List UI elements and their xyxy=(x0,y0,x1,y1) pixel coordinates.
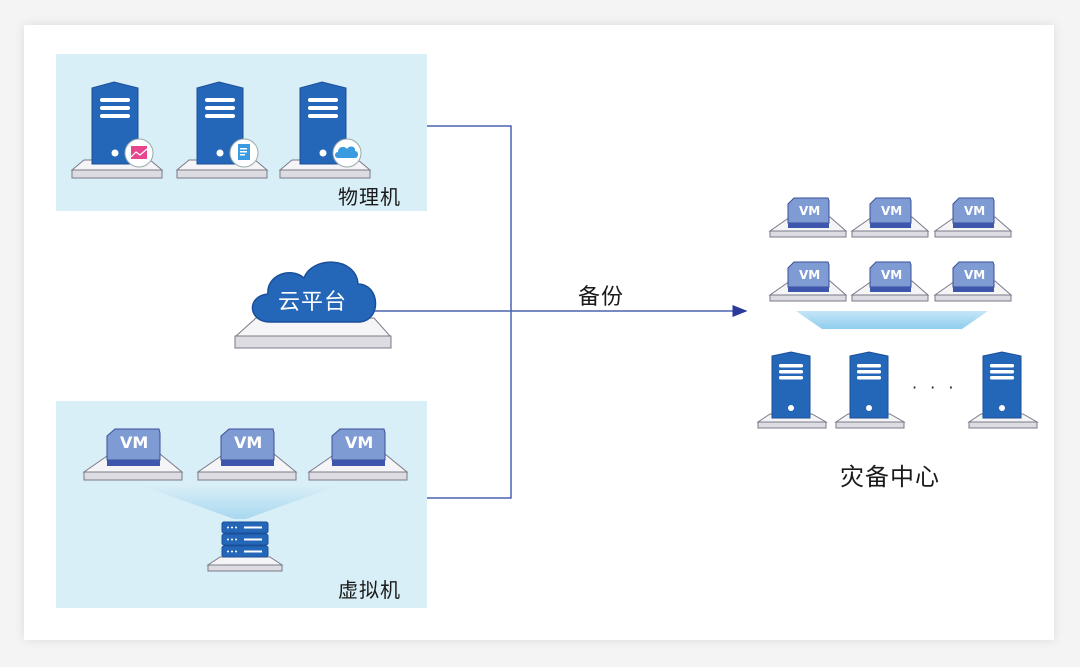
physical-machines-label: 物理机 xyxy=(338,185,401,209)
vm-label: VM xyxy=(964,268,986,282)
dr-vm-node-5 xyxy=(850,261,930,302)
dr-server-2 xyxy=(834,351,906,429)
rack-server-icon xyxy=(206,521,284,572)
vm-label: VM xyxy=(964,204,986,218)
backup-label: 备份 xyxy=(578,285,625,310)
vm-node-3 xyxy=(307,428,409,481)
dr-vm-node-3 xyxy=(933,197,1013,238)
dr-vm-node-2 xyxy=(850,197,930,238)
vm-node-2 xyxy=(196,428,298,481)
vm-label: VM xyxy=(881,268,903,282)
dr-vm-node-6 xyxy=(933,261,1013,302)
vm-label: VM xyxy=(345,433,374,452)
connector-from-physical xyxy=(427,125,512,499)
dr-center-label: 灾备中心 xyxy=(840,463,940,491)
cloud-platform-label: 云平台 xyxy=(278,290,348,315)
physical-server-2 xyxy=(175,81,269,179)
vm-label: VM xyxy=(120,433,149,452)
vm-label: VM xyxy=(799,268,821,282)
cloud-icon xyxy=(251,261,377,323)
dr-vm-to-server-funnel xyxy=(796,311,988,329)
vm-node-1 xyxy=(82,428,184,481)
vm-label: VM xyxy=(234,433,263,452)
document-icon xyxy=(229,138,259,168)
vm-label: VM xyxy=(881,204,903,218)
dr-server-1 xyxy=(756,351,828,429)
vm-label: VM xyxy=(799,204,821,218)
physical-server-3 xyxy=(278,81,372,179)
image-icon xyxy=(124,138,154,168)
dr-vm-node-4 xyxy=(768,261,848,302)
vm-to-host-funnel xyxy=(140,485,340,519)
virtual-machines-label: 虚拟机 xyxy=(338,578,401,602)
dr-vm-node-1 xyxy=(768,197,848,238)
dr-server-3 xyxy=(967,351,1039,429)
cloud-platform-node xyxy=(234,261,392,349)
physical-server-1 xyxy=(70,81,164,179)
cloud-icon xyxy=(332,138,362,168)
servers-ellipsis: · · · xyxy=(912,378,958,397)
